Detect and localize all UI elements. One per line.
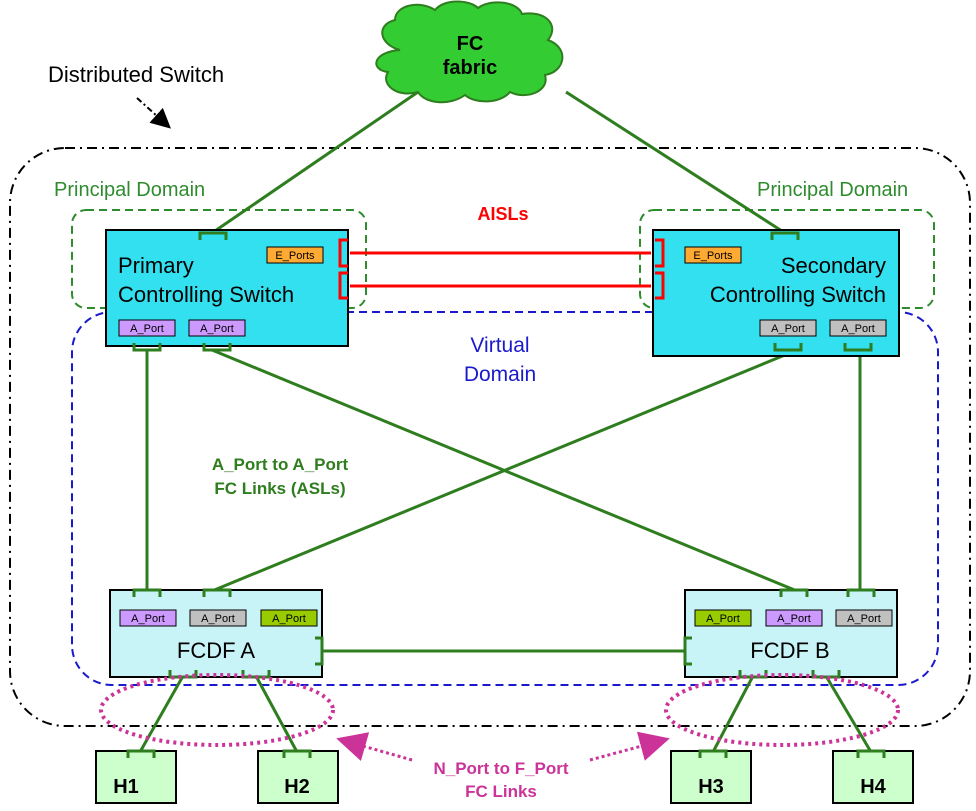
- port-connector-fcdf-a-2: [202, 588, 232, 597]
- secondary-aport-2: [829, 319, 887, 337]
- virtual-domain-label-line2: Domain: [464, 363, 536, 386]
- port-connector-fcdf-b-1: [779, 588, 809, 597]
- secondary-switch-label-line2: Controlling Switch: [710, 282, 886, 307]
- aisl-bracket-secondary: [655, 238, 665, 300]
- secondary-eports-badge: [684, 246, 742, 264]
- port-connector-secondary-a1: [773, 343, 803, 352]
- host-link-h2: [254, 675, 299, 753]
- distributed-switch-label: Distributed Switch: [48, 62, 224, 87]
- port-connector-primary-a1: [132, 343, 162, 352]
- fc-fabric-label-line2: fabric: [443, 57, 497, 79]
- port-connector-fcdf-a-bottom-1: [168, 670, 198, 679]
- virtual-domain-boundary: [71, 311, 939, 686]
- primary-eports-badge: [266, 246, 324, 264]
- port-connector-fcdf-a-side: [315, 636, 324, 666]
- primary-aport-1-label: A_Port: [130, 323, 164, 335]
- port-connector-fcdf-b-side: [683, 636, 692, 666]
- asl-link-3: [211, 348, 798, 593]
- primary-switch-label-line1: Primary: [118, 253, 194, 278]
- host-h1: H1: [95, 749, 177, 804]
- port-connector-primary-top: [198, 231, 228, 240]
- fcdf-b-aport-2: [765, 609, 823, 627]
- aisl-bracket-primary: [338, 238, 348, 300]
- port-connector-fcdf-b-2: [846, 588, 876, 597]
- fcdf-b-aport-1: [694, 609, 752, 627]
- port-connector-fcdf-a-1: [132, 588, 162, 597]
- fcdf-b-aport-3-label: A_Port: [847, 613, 881, 625]
- fc-fabric-cloud: FC fabric: [375, 0, 564, 104]
- secondary-aport-1-label: A_Port: [771, 323, 805, 335]
- host-h4-label: H4: [860, 776, 886, 798]
- primary-switch-label-line2: Controlling Switch: [118, 282, 294, 307]
- fcdf-a: A_Port A_Port A_Port FCDF A: [109, 589, 323, 678]
- nport-ellipse-right: [664, 673, 900, 747]
- aisls-label: AISLs: [477, 204, 528, 224]
- fcdf-a-aport-2-label: A_Port: [201, 613, 235, 625]
- fcdf-a-aport-1-label: A_Port: [131, 613, 165, 625]
- fcdf-b-aport-3: [835, 609, 893, 627]
- fc-fabric-label-line1: FC: [457, 33, 484, 55]
- secondary-aport-1: [759, 319, 817, 337]
- host-h3: H3: [670, 749, 752, 804]
- port-connector-secondary-top: [770, 231, 800, 240]
- fcdf-a-aport-3-label: A_Port: [272, 613, 306, 625]
- host-h3-label: H3: [698, 776, 724, 798]
- secondary-switch-label-line1: Secondary: [781, 253, 886, 278]
- asl-label-line2: FC Links (ASLs): [214, 479, 345, 498]
- secondary-aport-2-label: A_Port: [841, 323, 875, 335]
- port-connector-primary-a2: [202, 343, 232, 352]
- port-connector-fcdf-b-bottom-2: [811, 670, 841, 679]
- principal-domain-right-label: Principal Domain: [757, 179, 908, 201]
- virtual-domain-label-line1: Virtual: [470, 334, 529, 357]
- secondary-eports-label: E_Ports: [693, 250, 733, 262]
- primary-eports-label: E_Ports: [275, 250, 315, 262]
- asl-label-line1: A_Port to A_Port: [212, 455, 349, 474]
- fcdf-b: A_Port A_Port A_Port FCDF B: [684, 589, 898, 678]
- nport-arrow-right: [589, 731, 670, 762]
- nport-ellipse-left: [99, 673, 335, 747]
- principal-domain-left-label: Principal Domain: [54, 179, 205, 201]
- fcdf-b-aport-2-label: A_Port: [777, 613, 811, 625]
- host-h1-label: H1: [113, 776, 139, 798]
- host-link-h4: [824, 675, 873, 753]
- nport-label-line2: FC Links: [465, 782, 537, 801]
- fcdf-a-label: FCDF A: [177, 638, 256, 663]
- nport-arrow-left: [336, 732, 413, 762]
- secondary-controlling-switch: Secondary Controlling Switch E_Ports A_P…: [652, 229, 900, 357]
- fcdf-a-aport-2: [189, 609, 247, 627]
- fcdf-b-label: FCDF B: [750, 638, 829, 663]
- primary-controlling-switch: Primary Controlling Switch E_Ports A_Por…: [105, 229, 349, 347]
- host-h4: H4: [832, 749, 914, 804]
- fabric-link-secondary: [565, 90, 786, 235]
- host-h2-label: H2: [284, 776, 310, 798]
- fcdf-a-aport-3: [260, 609, 318, 627]
- distributed-switch-arrow: [136, 97, 171, 129]
- primary-aport-2-label: A_Port: [200, 323, 234, 335]
- primary-aport-1: [118, 319, 176, 337]
- distributed-switch-boundary: [9, 147, 971, 727]
- fabric-link-primary: [211, 90, 419, 235]
- nport-label-line1: N_Port to F_Port: [433, 759, 568, 778]
- fcdf-b-aport-1-label: A_Port: [706, 613, 740, 625]
- host-h2: H2: [257, 749, 339, 804]
- fcdf-a-aport-1: [119, 609, 177, 627]
- primary-aport-2: [188, 319, 246, 337]
- port-connector-secondary-a2: [843, 343, 873, 352]
